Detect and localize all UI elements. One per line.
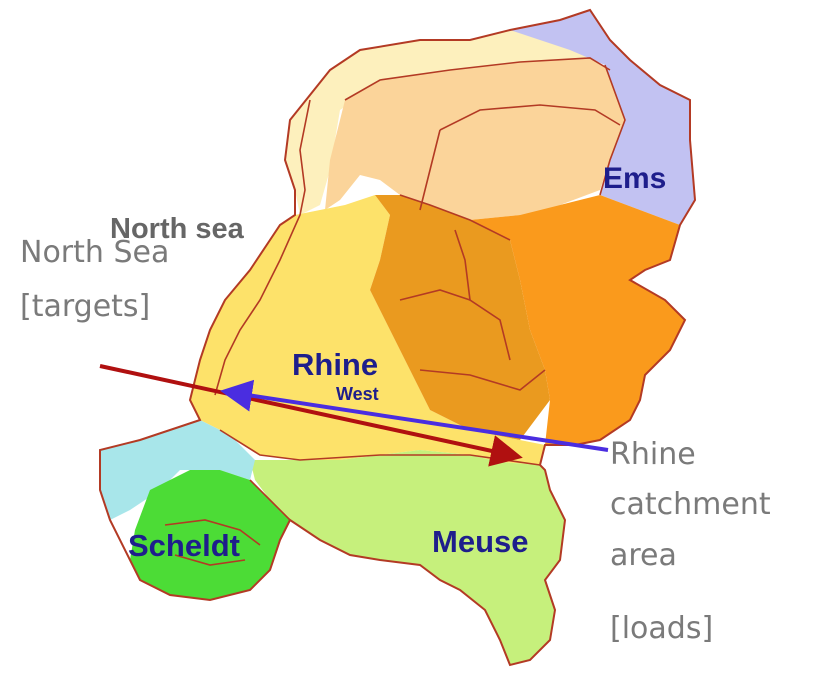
north-inner-region bbox=[325, 58, 625, 220]
scheldt-map-label: Scheldt bbox=[128, 528, 240, 563]
rhine-map-label: Rhine bbox=[292, 347, 378, 382]
rhine-catchment-annotation-line-3: area bbox=[610, 538, 677, 573]
country-outline bbox=[99, 8, 697, 667]
ems-region bbox=[510, 10, 695, 225]
rhine-west-map-label: West bbox=[336, 384, 379, 404]
targets-arrow bbox=[220, 379, 609, 452]
rhine-catchment-annotation-line-1: Rhine bbox=[610, 437, 696, 472]
rhine-central-region bbox=[370, 195, 550, 440]
rhine-catchment-annotation-line-2: catchment bbox=[610, 487, 771, 522]
meuse-map-label: Meuse bbox=[432, 524, 528, 559]
scheldt-region bbox=[130, 470, 290, 600]
rhine-catchment-annotation-line-4: [loads] bbox=[610, 611, 714, 646]
rhine-east-region bbox=[470, 195, 685, 445]
ems-map-label: Ems bbox=[603, 162, 666, 195]
north-sea-annotation-line-2: [targets] bbox=[20, 289, 151, 324]
south-west-region bbox=[100, 420, 255, 520]
region-boundaries bbox=[164, 57, 626, 566]
north-sea-annotation-line-1: North Sea bbox=[20, 235, 170, 270]
north-sea-map-label: North sea bbox=[110, 213, 245, 245]
loads-arrow bbox=[99, 364, 523, 467]
